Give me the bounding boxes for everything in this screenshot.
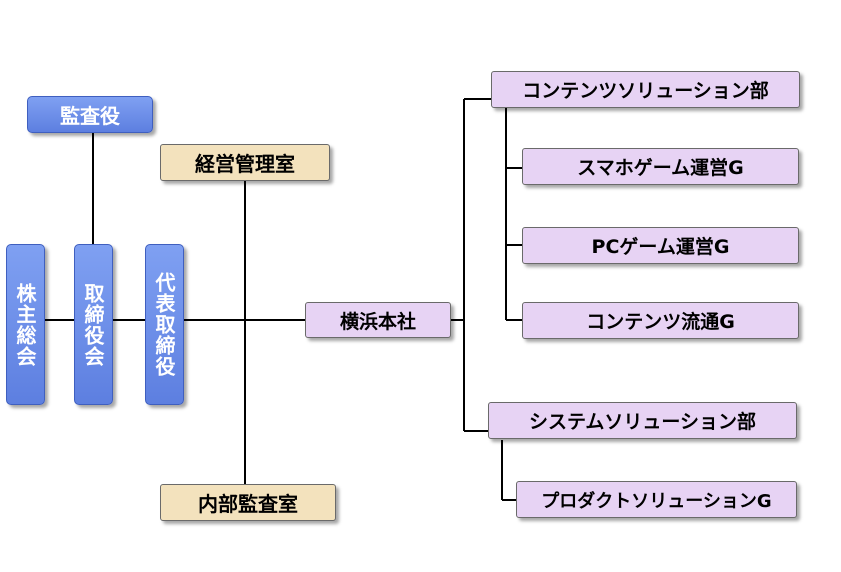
pc-game-ops-group-box: PCゲーム運営G [522, 227, 799, 264]
system-solutions-dept-box: システムソリューション部 [488, 402, 797, 439]
content-distribution-group-label: コンテンツ流通G [586, 311, 735, 333]
pc-game-ops-group-label: PCゲーム運営G [591, 236, 730, 258]
yokohama-head-office-label: 横浜本社 [339, 310, 416, 333]
content-solutions-dept-box: コンテンツソリューション部 [491, 71, 800, 108]
management-office-box: 経営管理室 [160, 144, 330, 181]
internal-audit-office-box: 内部監査室 [160, 484, 336, 521]
yokohama-head-office-box: 横浜本社 [305, 302, 451, 338]
shareholders-meeting-label: 株主総会 [13, 282, 37, 367]
internal-audit-office-label: 内部監査室 [198, 492, 298, 516]
shareholders-meeting-box: 株主総会 [6, 244, 45, 405]
board-label: 取締役会 [81, 282, 105, 367]
product-solutions-group-label: プロダクトソリューションG [541, 490, 772, 512]
representative-director-label: 代表取締役 [152, 272, 176, 377]
auditor-box: 監査役 [27, 96, 153, 133]
content-distribution-group-box: コンテンツ流通G [522, 302, 799, 339]
auditor-label: 監査役 [60, 104, 120, 128]
smartphone-game-ops-group-label: スマホゲーム運営G [577, 157, 744, 179]
smartphone-game-ops-group-box: スマホゲーム運営G [522, 148, 799, 185]
board-box: 取締役会 [74, 244, 113, 405]
representative-director-box: 代表取締役 [145, 244, 184, 405]
system-solutions-dept-label: システムソリューション部 [528, 411, 757, 433]
content-solutions-dept-label: コンテンツソリューション部 [522, 80, 769, 102]
product-solutions-group-box: プロダクトソリューションG [516, 481, 797, 518]
management-office-label: 経営管理室 [195, 152, 295, 176]
